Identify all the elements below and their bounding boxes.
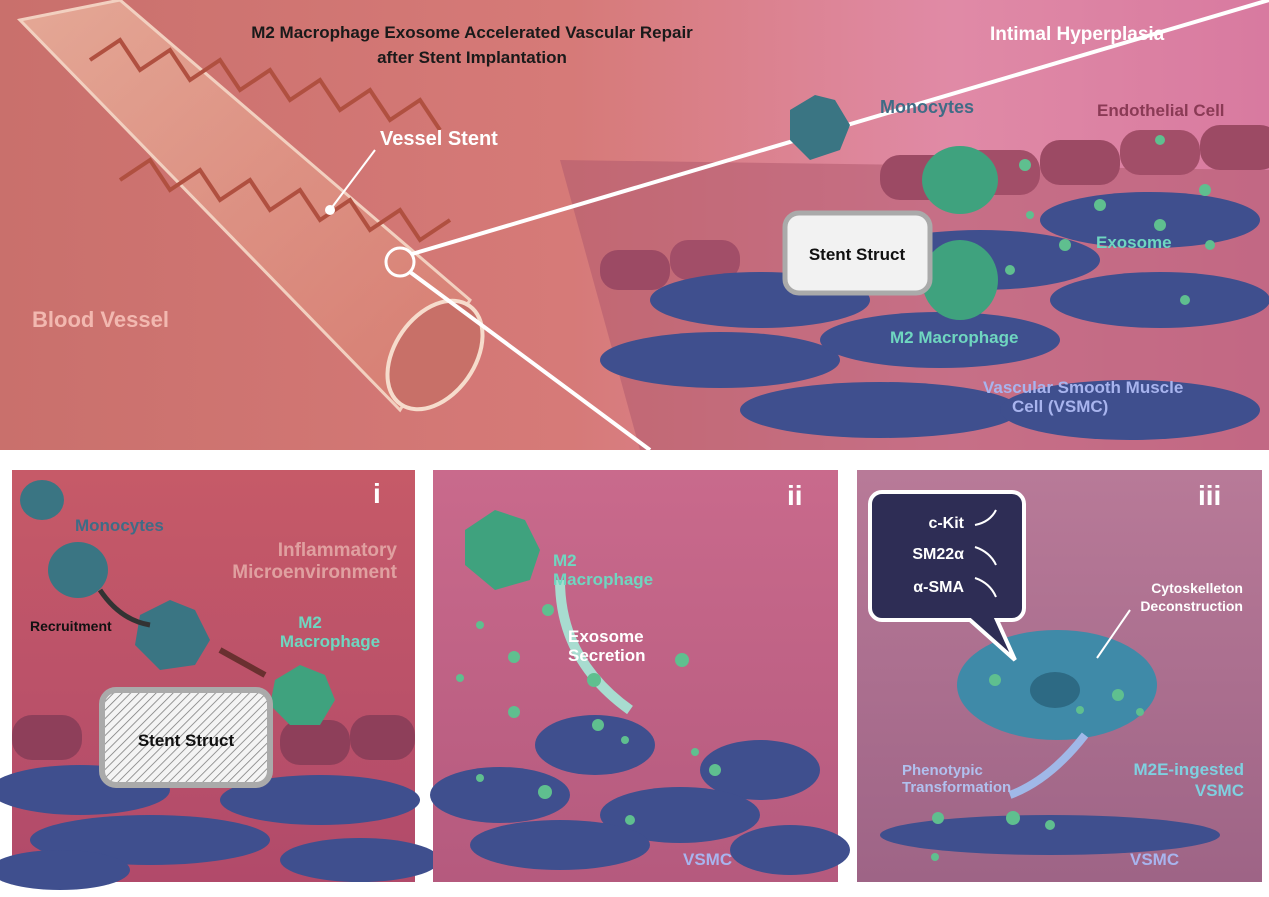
trend-up-arrow-icon <box>974 509 997 526</box>
label-vsmc: VSMC <box>683 850 732 869</box>
label-exosome-line-1: Exosome <box>568 627 644 646</box>
label-m2-line-2: Macrophage <box>280 632 380 651</box>
label-exosome-line-2: Secretion <box>568 646 645 665</box>
m2-macrophage-cell <box>922 146 998 214</box>
monocyte-cell <box>20 480 64 520</box>
marker-callout: c-Kit SM22α α-SMA <box>868 490 1026 662</box>
secretion-arrow <box>555 579 633 715</box>
label-blood-vessel: Blood Vessel <box>32 307 169 332</box>
label-m2e-1: M2E-ingested <box>1133 760 1244 779</box>
exosome-particles <box>931 674 1144 861</box>
title-line-1: M2 Macrophage Exosome Accelerated Vascul… <box>251 23 693 42</box>
panel-numeral: i <box>373 478 381 509</box>
marker-a-sma: α-SMA <box>913 577 997 598</box>
vsmc-cells <box>430 715 850 875</box>
recruitment-arrow <box>97 588 151 628</box>
label-cytoskeleton-1: Cytoskelleton <box>1151 580 1243 596</box>
panel-numeral: iii <box>1198 480 1221 511</box>
marker-c-kit: c-Kit <box>928 509 997 532</box>
transitioning-cell <box>135 600 210 670</box>
overview-panel: Stent Struct M2 Macrophage Exosome Accel… <box>0 0 1269 452</box>
svg-text:Stent Struct: Stent Struct <box>809 245 906 264</box>
svg-text:SM22α: SM22α <box>912 546 964 563</box>
monocyte-cell <box>48 542 108 598</box>
label-monocytes: Monocytes <box>880 97 974 117</box>
vsmc-cell <box>880 815 1220 855</box>
trend-down-arrow-icon <box>974 546 997 566</box>
label-m2-line-1: M2 <box>553 551 577 570</box>
label-m2-macrophage: M2 Macrophage <box>890 328 1018 347</box>
cytoskeleton-pointer <box>1096 609 1131 659</box>
label-vsmc-line-2: Cell (VSMC) <box>1012 397 1108 416</box>
stent-struct-box: Stent Struct <box>99 687 273 788</box>
m2-macrophage-cell <box>465 510 540 590</box>
label-inflammatory-1: Inflammatory <box>278 540 398 561</box>
label-vsmc: VSMC <box>1130 850 1179 869</box>
label-inflammatory-2: Microenvironment <box>232 562 397 583</box>
polarization-arrow <box>218 647 267 678</box>
m2-macrophage-cell <box>270 665 335 725</box>
label-cytoskeleton-2: Deconstruction <box>1140 598 1243 614</box>
m2-macrophage-cell <box>922 240 998 320</box>
endothelial-cells <box>12 715 415 765</box>
panel-iii: c-Kit SM22α α-SMA iii Cytoskelleton Deco… <box>857 470 1262 882</box>
label-vsmc-line-1: Vascular Smooth Muscle <box>983 378 1183 397</box>
label-monocytes: Monocytes <box>75 516 164 535</box>
panel-ii: ii M2 Macrophage Exosome Secretion VSMC <box>430 470 850 882</box>
exosome-particles <box>456 604 721 825</box>
marker-sm22a: SM22α <box>912 546 997 566</box>
label-m2-line-2: Macrophage <box>553 570 653 589</box>
trend-down-arrow-icon <box>974 577 997 598</box>
nucleus <box>1030 672 1080 708</box>
label-endothelial-cell: Endothelial Cell <box>1097 101 1225 120</box>
label-exosome: Exosome <box>1096 233 1172 252</box>
label-recruitment: Recruitment <box>30 618 112 634</box>
stent-struct-box: Stent Struct <box>782 210 933 296</box>
zoom-circle <box>384 246 416 278</box>
label-m2-line-1: M2 <box>298 613 322 632</box>
panel-i: Stent Struct i Monocytes Inflammatory Mi… <box>0 470 440 890</box>
vessel-stent-pointer <box>329 149 376 211</box>
label-phenotypic-1: Phenotypic <box>902 762 983 779</box>
exosome-particles <box>1005 135 1215 305</box>
stent-vessel-tube <box>16 0 485 413</box>
panel-numeral: ii <box>787 480 803 511</box>
title-line-2: after Stent Implantation <box>377 48 567 67</box>
label-vessel-stent: Vessel Stent <box>380 128 498 150</box>
label-intimal-hyperplasia: Intimal Hyperplasia <box>990 24 1165 45</box>
monocyte-cell <box>790 95 850 160</box>
svg-text:c-Kit: c-Kit <box>928 515 964 532</box>
transformation-arrow <box>1008 732 1089 799</box>
label-m2e-2: VSMC <box>1195 781 1244 800</box>
label-phenotypic-2: Transformation <box>902 779 1011 796</box>
svg-text:α-SMA: α-SMA <box>913 579 964 596</box>
svg-text:Stent Struct: Stent Struct <box>138 731 235 750</box>
zoom-line-bottom <box>408 270 652 452</box>
